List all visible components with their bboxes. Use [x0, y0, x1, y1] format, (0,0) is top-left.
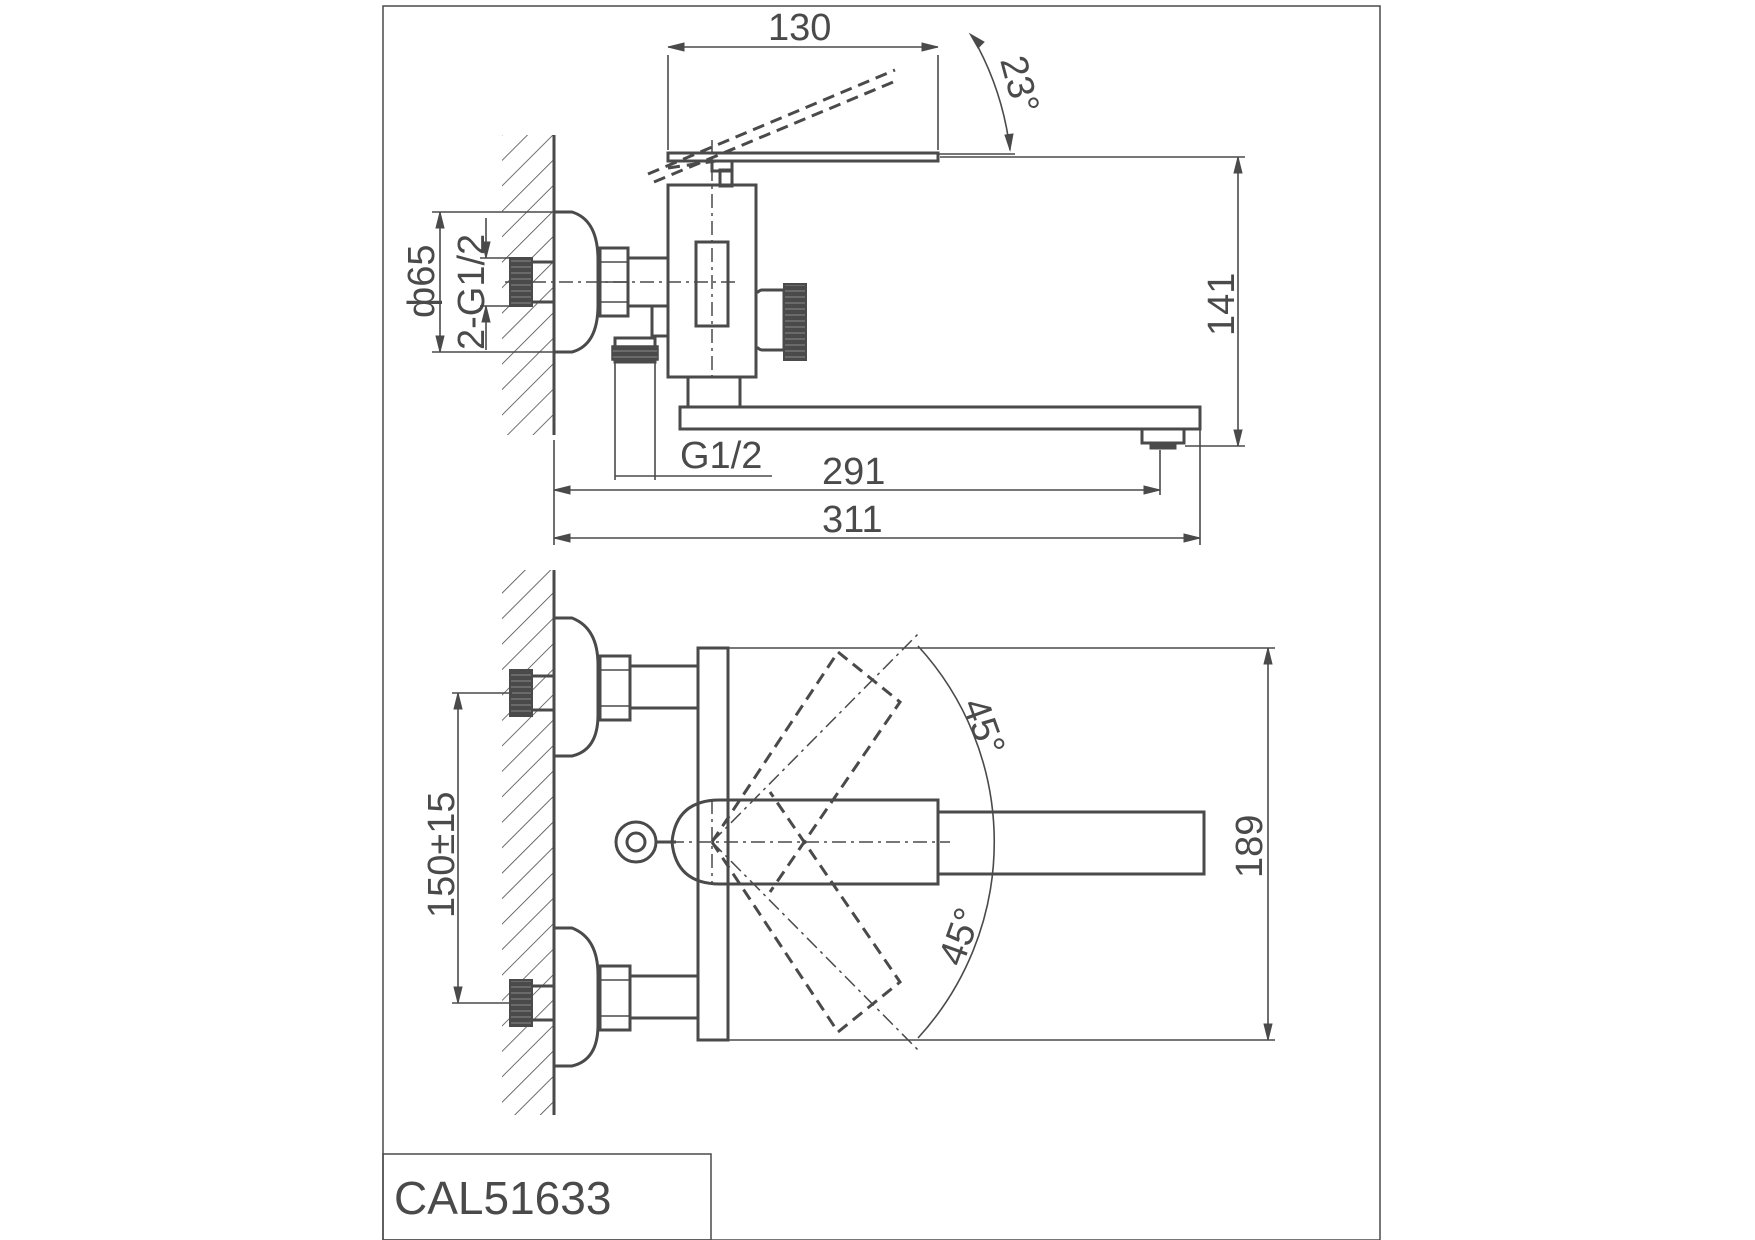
- dim-130-label: 130: [768, 7, 831, 49]
- handle-base: [710, 159, 734, 173]
- spout-top: [936, 810, 1206, 876]
- dim-g12-label: G1/2: [680, 435, 762, 477]
- dim-45-upper-label: 45°: [954, 693, 1013, 761]
- dim-189-label: 189: [1229, 815, 1271, 878]
- dim-outlet-thread: G1/2: [614, 362, 772, 480]
- title-block: CAL51633: [382, 1153, 712, 1240]
- shower-outlet-thread: [611, 345, 659, 361]
- diverter-knob: [756, 288, 786, 352]
- mixer-body-top: [696, 646, 730, 1042]
- diverter-ring: [614, 820, 676, 864]
- dim-23-label: 23°: [991, 51, 1046, 117]
- spout-neck: [686, 375, 742, 409]
- dim-lever-angle: 23°: [938, 32, 1047, 155]
- aerator: [1140, 427, 1186, 445]
- dim-lever-length: 130: [667, 7, 939, 150]
- dim-total-length: 311: [553, 429, 1201, 545]
- top-centerline-diag-2: [711, 841, 921, 1053]
- dim-311-label: 311: [822, 499, 883, 541]
- dim-65-label: ф65: [401, 244, 443, 318]
- handle-raised-position: [647, 68, 899, 184]
- dim-spout-reach: 291: [553, 440, 1161, 545]
- wall-hatch-bottom: [502, 570, 556, 1115]
- aerator-tip: [1149, 442, 1177, 450]
- dim-141-label: 141: [1201, 273, 1243, 336]
- dim-escutcheon-diameter: ф65: [401, 211, 560, 353]
- model-number: CAL51633: [394, 1172, 611, 1224]
- handle-rotated-positions: [710, 649, 903, 1035]
- top-view: 45° 45° 150±15 189: [421, 570, 1275, 1115]
- drawing-frame: [382, 5, 1381, 1240]
- dim-width: 189: [728, 647, 1275, 1041]
- dim-2g12-label: 2-G1/2: [451, 234, 493, 350]
- handle-lever: [666, 151, 940, 163]
- dim-center-distance: 150±15: [421, 692, 512, 1004]
- side-view: 130 23° 141 ф65: [401, 7, 1245, 545]
- dim-291-label: 291: [822, 451, 885, 493]
- dim-connection-thread: 2-G1/2: [451, 218, 510, 350]
- top-centerline-diag-1: [711, 631, 921, 843]
- dim-150-label: 150±15: [421, 791, 463, 918]
- spout: [678, 405, 1202, 431]
- dim-45-lower-label: 45°: [931, 903, 990, 971]
- diverter-knurl: [783, 283, 807, 361]
- rotation-arc: [917, 645, 995, 1039]
- shower-outlet-nut: [650, 304, 670, 338]
- dim-height: 141: [940, 156, 1245, 447]
